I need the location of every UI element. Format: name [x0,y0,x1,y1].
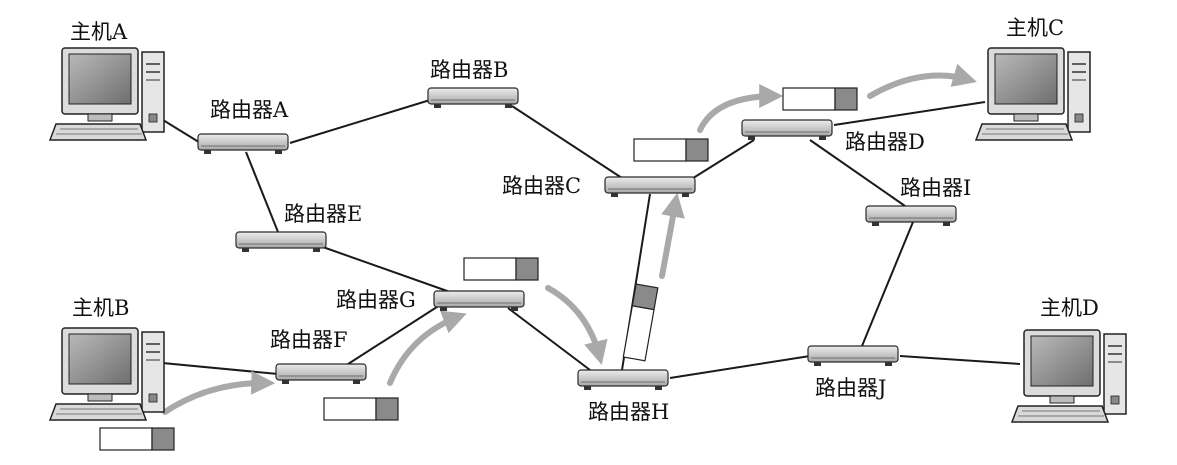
link-routerF-routerG [344,304,441,367]
packet-6 [782,87,858,111]
flow-arrow-routerH-to-routerC [659,192,685,279]
packet-5 [633,138,709,162]
host-a-icon [49,47,165,141]
flow-arrow-routerD-to-hostC [867,63,977,99]
flow-arrow-routerG-to-routerH [545,285,608,365]
link-routerI-routerJ [861,221,914,347]
packet-4 [622,283,659,362]
flow-arrow-hostB-to-routerF [162,370,276,415]
link-routerB-routerC [511,105,626,181]
router-j-label: 路由器J [815,376,887,400]
host-c-icon [975,47,1091,141]
router-h-label: 路由器H [588,400,670,424]
link-routerJ-hostD [899,355,1021,365]
link-routerA-routerE [245,151,279,233]
host-d-label: 主机D [1040,296,1099,320]
link-hostB-routerF [151,361,279,375]
router-d-label: 路由器D [845,130,925,154]
router-b-label: 路由器B [430,58,509,82]
link-routerD-routerI [809,139,906,207]
router-a-icon [197,133,289,155]
router-b-icon [427,87,519,109]
link-routerE-routerG [319,245,451,293]
router-f-label: 路由器F [270,328,348,352]
router-c-label: 路由器C [502,174,582,198]
router-f-icon [275,363,367,385]
link-routerH-routerJ [669,355,811,379]
flow-arrow-routerC-to-routerD [697,84,784,133]
router-g-label: 路由器G [336,288,416,312]
link-routerD-hostC [833,101,986,126]
packet-2 [323,397,399,421]
router-e-label: 路由器E [284,202,363,226]
links [149,99,1021,379]
link-routerC-routerD [689,139,755,181]
host-d-icon [1011,329,1127,423]
link-routerA-routerB [289,99,431,144]
packet-3 [463,257,539,281]
packet-1 [99,427,175,451]
packets [99,87,858,451]
router-j-icon [807,345,899,367]
router-a-label: 路由器A [210,98,289,122]
host-b-label: 主机B [72,296,130,320]
host-a-label: 主机A [70,20,128,44]
router-i-label: 路由器I [900,176,972,200]
host-b-icon [49,327,165,421]
link-routerG-routerH [507,307,591,371]
flow-arrow-routerF-to-routerG [387,310,467,386]
router-g-icon [433,290,525,312]
packet-flow-arrows [162,63,977,415]
router-e-icon [235,231,327,253]
router-d-icon [741,119,833,141]
router-h-icon [577,369,669,391]
router-i-icon [865,205,957,227]
host-c-label: 主机C [1006,16,1065,40]
